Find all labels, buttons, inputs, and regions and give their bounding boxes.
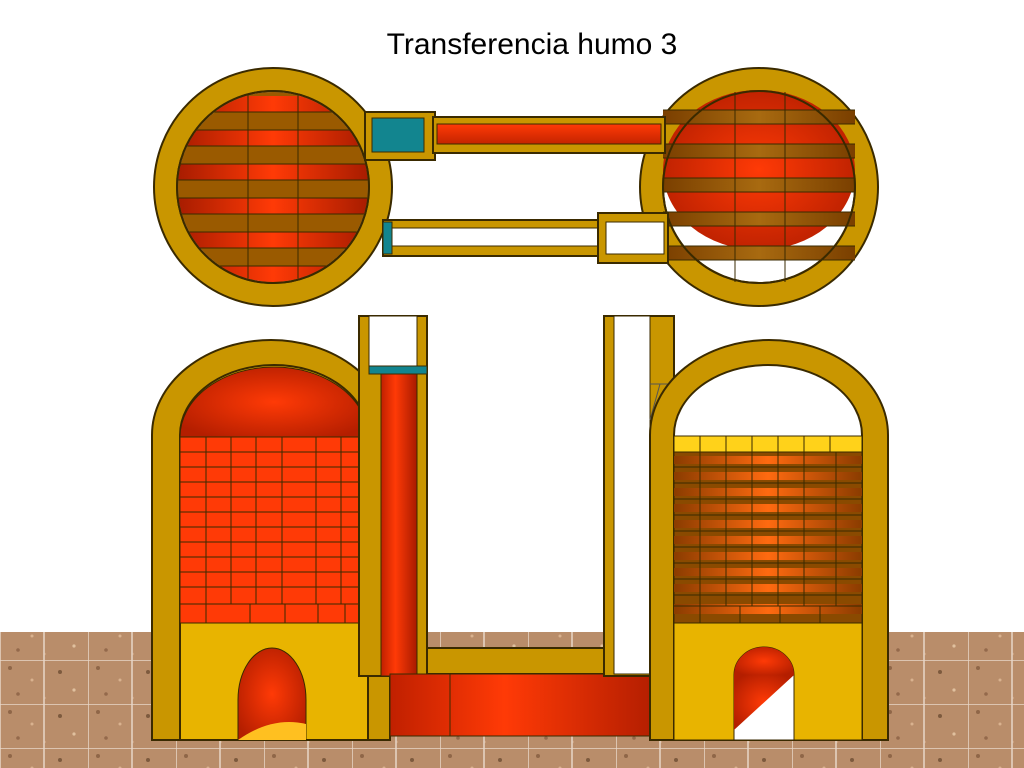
top-flue-lower <box>382 212 669 264</box>
side-left-kiln <box>151 339 391 741</box>
slide-title: Transferencia humo 3 <box>386 28 678 61</box>
top-flue-upper <box>364 111 666 161</box>
side-right-kiln <box>649 339 889 741</box>
top-left-kiln <box>153 67 393 307</box>
bottom-flue <box>389 647 677 737</box>
left-chimney <box>358 315 428 677</box>
right-chimney <box>603 315 675 677</box>
top-right-kiln <box>639 67 879 307</box>
